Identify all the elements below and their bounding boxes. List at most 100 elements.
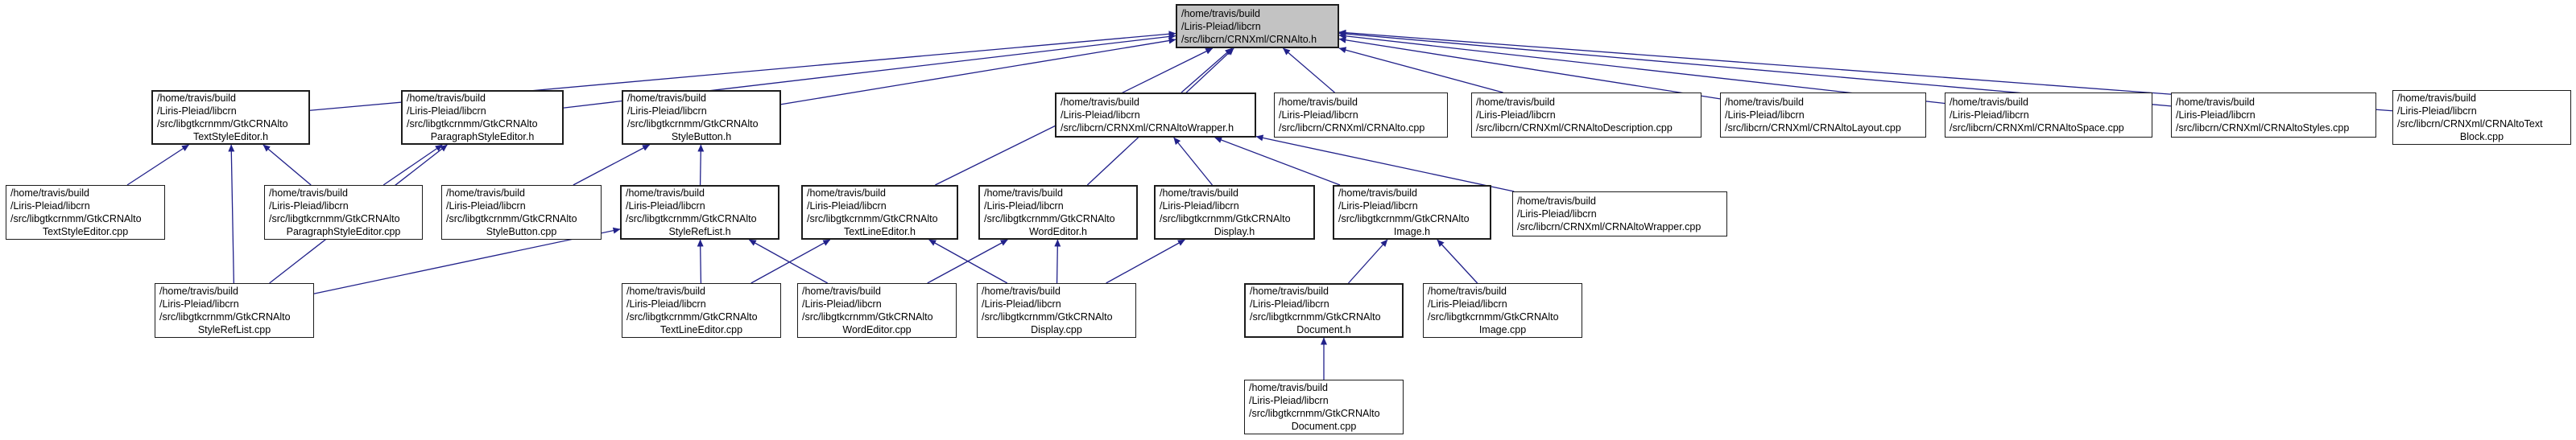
node-label-line: /Liris-Pleiad/libcrn — [1249, 395, 1329, 406]
node-label-line: /src/libgtkcrnmm/GtkCRNAlto — [1428, 311, 1559, 323]
node-label-line: /home/travis/build — [1950, 97, 2028, 108]
node-label-line: ParagraphStyleEditor.cpp — [286, 226, 401, 237]
node-label-line: Image.h — [1393, 226, 1431, 237]
node-label-line: /src/libcrn/CRNXml/CRNAltoSpace.cpp — [1950, 122, 2124, 134]
node-crnalto-cpp[interactable]: /home/travis/build/Liris-Pleiad/libcrn/s… — [1274, 93, 1448, 138]
node-textstyleeditor-cpp[interactable]: /home/travis/build/Liris-Pleiad/libcrn/s… — [6, 185, 165, 240]
node-crnaltolayout-cpp[interactable]: /home/travis/build/Liris-Pleiad/libcrn/s… — [1720, 93, 1926, 138]
node-label-line: /home/travis/build — [1725, 97, 1804, 108]
node-textstyleeditor-h[interactable]: /home/travis/build/Liris-Pleiad/libcrn/s… — [151, 90, 310, 145]
node-wordeditor-cpp[interactable]: /home/travis/build/Liris-Pleiad/libcrn/s… — [797, 283, 957, 338]
node-label-line: /home/travis/build — [1250, 286, 1329, 297]
node-label-line: /Liris-Pleiad/libcrn — [157, 105, 237, 117]
node-label-line: /Liris-Pleiad/libcrn — [626, 298, 706, 310]
include-edge-crnalto-cpp-to-crnalto-h — [1283, 47, 1335, 93]
node-label-line: /Liris-Pleiad/libcrn — [2397, 105, 2477, 117]
node-crnaltowrapper-cpp[interactable]: /home/travis/build/Liris-Pleiad/libcrn/s… — [1512, 191, 1727, 236]
node-label-line: /Liris-Pleiad/libcrn — [1517, 208, 1597, 220]
node-label-line: /src/libgtkcrnmm/GtkCRNAlto — [627, 118, 759, 130]
node-label-line: TextLineEditor.cpp — [660, 324, 743, 335]
include-edge-stylebutton-h-to-crnalto-h — [780, 37, 1176, 105]
node-stylebutton-h[interactable]: /home/travis/build/Liris-Pleiad/libcrn/s… — [622, 90, 781, 145]
node-label-line: /src/libgtkcrnmm/GtkCRNAlto — [984, 213, 1115, 224]
include-edge-display-h-to-crnaltowrapper-h — [1173, 137, 1213, 186]
include-edge-crnaltowrapper-cpp-to-crnaltowrapper-h — [1255, 134, 1515, 192]
node-label-line: /Liris-Pleiad/libcrn — [2176, 109, 2256, 121]
node-label-line: ParagraphStyleEditor.h — [430, 131, 535, 142]
node-crnaltostyles-cpp[interactable]: /home/travis/build/Liris-Pleiad/libcrn/s… — [2171, 93, 2376, 138]
node-label-line: /src/libgtkcrnmm/GtkCRNAlto — [1160, 213, 1291, 224]
node-label-line: /home/travis/build — [1181, 7, 1260, 19]
node-label-line: /Liris-Pleiad/libcrn — [1181, 20, 1261, 32]
node-stylereflist-h[interactable]: /home/travis/build/Liris-Pleiad/libcrn/s… — [620, 185, 779, 240]
node-document-h[interactable]: /home/travis/build/Liris-Pleiad/libcrn/s… — [1244, 283, 1404, 338]
include-edge-crnaltowrapper-h-to-crnalto-h — [1180, 47, 1233, 93]
node-label-line: /src/libcrn/CRNXml/CRNAltoText — [2397, 118, 2543, 130]
node-label-line: TextStyleEditor.cpp — [42, 226, 129, 237]
node-label-line: /src/libgtkcrnmm/GtkCRNAlto — [982, 311, 1113, 323]
node-label-line: /src/libcrn/CRNXml/CRNAlto.h — [1181, 33, 1317, 45]
node-image-h[interactable]: /home/travis/build/Liris-Pleiad/libcrn/s… — [1333, 185, 1491, 240]
node-paragraphstyleeditor-cpp[interactable]: /home/travis/build/Liris-Pleiad/libcrn/s… — [264, 185, 423, 240]
node-label-line: /src/libgtkcrnmm/GtkCRNAlto — [159, 311, 291, 323]
node-label-line: Document.h — [1296, 324, 1351, 335]
node-image-cpp[interactable]: /home/travis/build/Liris-Pleiad/libcrn/s… — [1423, 283, 1582, 338]
include-edge-stylereflist-cpp-to-textstyleeditor-h — [228, 144, 235, 284]
include-edge-stylebutton-cpp-to-stylebutton-h — [573, 144, 651, 186]
node-label-line: /Liris-Pleiad/libcrn — [1279, 109, 1358, 121]
include-edge-image-cpp-to-image-h — [1437, 239, 1478, 284]
node-label-line: /home/travis/build — [1279, 97, 1358, 108]
node-label-line: /home/travis/build — [1061, 97, 1139, 108]
node-stylebutton-cpp[interactable]: /home/travis/build/Liris-Pleiad/libcrn/s… — [441, 185, 602, 240]
include-edge-document-h-to-image-h — [1348, 239, 1388, 284]
node-label-line: /Liris-Pleiad/libcrn — [627, 105, 707, 117]
include-edge-wordeditor-cpp-to-wordeditor-h — [927, 239, 1008, 284]
node-label-line: Block.cpp — [2459, 131, 2504, 142]
node-document-cpp[interactable]: /home/travis/build/Liris-Pleiad/libcrn/s… — [1244, 380, 1404, 434]
include-edge-crnaltospace-cpp-to-crnalto-h — [1338, 32, 1945, 105]
node-label-line: /src/libcrn/CRNXml/CRNAltoStyles.cpp — [2176, 122, 2350, 134]
node-label-line: /Liris-Pleiad/libcrn — [1160, 200, 1239, 212]
node-display-h[interactable]: /home/travis/build/Liris-Pleiad/libcrn/s… — [1154, 185, 1315, 240]
node-crnaltotextblock-cpp[interactable]: /home/travis/build/Liris-Pleiad/libcrn/s… — [2392, 90, 2571, 145]
node-label-line: /src/libgtkcrnmm/GtkCRNAlto — [407, 118, 538, 130]
node-label-line: /home/travis/build — [802, 286, 881, 297]
node-textlineeditor-cpp[interactable]: /home/travis/build/Liris-Pleiad/libcrn/s… — [622, 283, 781, 338]
node-textlineeditor-h[interactable]: /home/travis/build/Liris-Pleiad/libcrn/s… — [801, 185, 958, 240]
node-display-cpp[interactable]: /home/travis/build/Liris-Pleiad/libcrn/s… — [977, 283, 1136, 338]
node-label-line: /src/libgtkcrnmm/GtkCRNAlto — [1249, 408, 1380, 419]
node-crnaltodescription-cpp[interactable]: /home/travis/build/Liris-Pleiad/libcrn/s… — [1471, 93, 1701, 138]
node-label-line: StyleButton.h — [671, 131, 732, 142]
node-label-line: /src/libgtkcrnmm/GtkCRNAlto — [802, 311, 933, 323]
node-wordeditor-h[interactable]: /home/travis/build/Liris-Pleiad/libcrn/s… — [978, 185, 1138, 240]
node-label-line: /home/travis/build — [1249, 382, 1328, 393]
node-label-line: /src/libgtkcrnmm/GtkCRNAlto — [807, 213, 938, 224]
node-label-line: /src/libgtkcrnmm/GtkCRNAlto — [1250, 311, 1381, 323]
node-label-line: /Liris-Pleiad/libcrn — [1338, 200, 1418, 212]
node-label-line: /Liris-Pleiad/libcrn — [1250, 298, 1329, 310]
node-label-line: StyleRefList.h — [668, 226, 731, 237]
node-label-line: /src/libgtkcrnmm/GtkCRNAlto — [446, 213, 577, 224]
node-crnaltospace-cpp[interactable]: /home/travis/build/Liris-Pleiad/libcrn/s… — [1945, 93, 2152, 138]
include-edge-paragraphstyleeditor-cpp-to-paragraphstyleeditor-h — [382, 144, 443, 186]
node-label-line: /home/travis/build — [1160, 187, 1238, 199]
node-label-line: /src/libgtkcrnmm/GtkCRNAlto — [626, 213, 757, 224]
node-crnaltowrapper-h[interactable]: /home/travis/build/Liris-Pleiad/libcrn/s… — [1055, 93, 1256, 138]
node-label-line: WordEditor.cpp — [842, 324, 912, 335]
include-edge-display-cpp-to-display-h — [1106, 239, 1185, 284]
node-label-line: /home/travis/build — [10, 187, 89, 199]
node-label-line: StyleRefList.cpp — [197, 324, 271, 335]
node-paragraphstyleeditor-h[interactable]: /home/travis/build/Liris-Pleiad/libcrn/s… — [401, 90, 564, 145]
node-label-line: /Liris-Pleiad/libcrn — [10, 200, 90, 212]
node-label-line: /home/travis/build — [984, 187, 1063, 199]
node-label-line: /home/travis/build — [2397, 93, 2476, 104]
node-label-line: /home/travis/build — [2176, 97, 2255, 108]
node-stylereflist-cpp[interactable]: /home/travis/build/Liris-Pleiad/libcrn/s… — [155, 283, 314, 338]
node-label-line: /Liris-Pleiad/libcrn — [407, 105, 486, 117]
include-edge-textlineeditor-cpp-to-textlineeditor-h — [750, 239, 831, 284]
include-edge-wordeditor-cpp-to-stylereflist-h — [748, 239, 829, 284]
node-label-line: /src/libgtkcrnmm/GtkCRNAlto — [10, 213, 142, 224]
node-label-line: WordEditor.h — [1028, 226, 1088, 237]
node-label-line: /Liris-Pleiad/libcrn — [982, 298, 1061, 310]
